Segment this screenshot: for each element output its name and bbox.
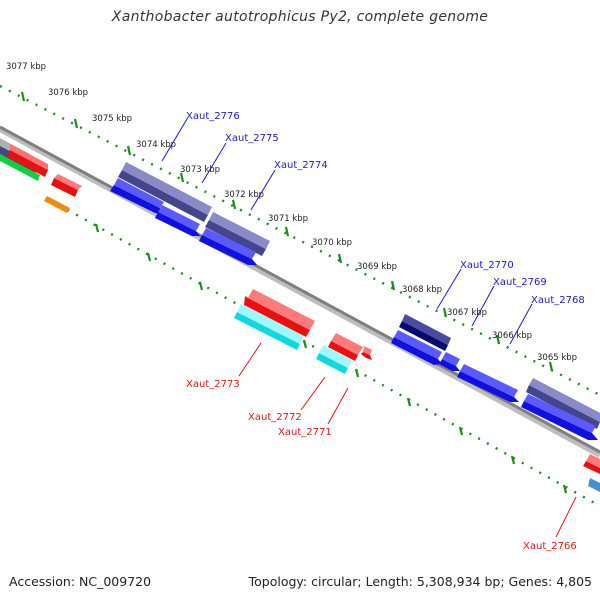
reverse-features: [234, 289, 600, 492]
map-title: Xanthobacter autotrophicus Py2, complete…: [111, 9, 489, 25]
gene-label-reverse: Xaut_2771: [278, 427, 332, 438]
kbp-label: 3076 kbp: [48, 88, 88, 98]
kbp-label: 3066 kbp: [492, 331, 532, 341]
accession-label: Accession: NC_009720: [9, 574, 152, 589]
gene-label-reverse: Xaut_2772: [248, 412, 302, 423]
major-ticks: [20, 91, 568, 494]
reverse-leader-lines: [238, 342, 577, 538]
gene-label-forward: Xaut_2774: [274, 160, 328, 171]
kbp-label: 3073 kbp: [180, 165, 220, 175]
gene-label-forward: Xaut_2769: [493, 277, 547, 288]
kbp-label: 3065 kbp: [537, 353, 577, 363]
left-edge-features: [0, 138, 82, 213]
gene-label-reverse: Xaut_2773: [186, 379, 240, 390]
forward-features-outer: [118, 162, 600, 429]
kbp-label: 3071 kbp: [268, 214, 308, 224]
kbp-label: 3068 kbp: [402, 285, 442, 295]
kbp-label: 3074 kbp: [136, 140, 176, 150]
gene-label-forward: Xaut_2770: [460, 260, 514, 271]
kbp-label: 3070 kbp: [312, 238, 352, 248]
backbone: [0, 125, 600, 454]
gene-label-forward: Xaut_2768: [531, 295, 585, 306]
kbp-label: 3072 kbp: [224, 190, 264, 200]
gene-label-reverse: Xaut_2766: [523, 541, 577, 552]
outer-tick-track: [0, 84, 600, 397]
backbone-shadow: [0, 126, 600, 458]
kbp-label: 3075 kbp: [92, 114, 132, 124]
forward-cds-inner: [110, 178, 598, 440]
kbp-label: 3077 kbp: [6, 62, 46, 72]
forward-leader-lines: [161, 118, 533, 345]
gene-label-forward: Xaut_2775: [225, 133, 279, 144]
gene-label-forward: Xaut_2776: [186, 111, 240, 122]
kbp-label: 3069 kbp: [357, 262, 397, 272]
genome-stats-label: Topology: circular; Length: 5,308,934 bp…: [248, 574, 592, 589]
kbp-label: 3067 kbp: [447, 308, 487, 318]
